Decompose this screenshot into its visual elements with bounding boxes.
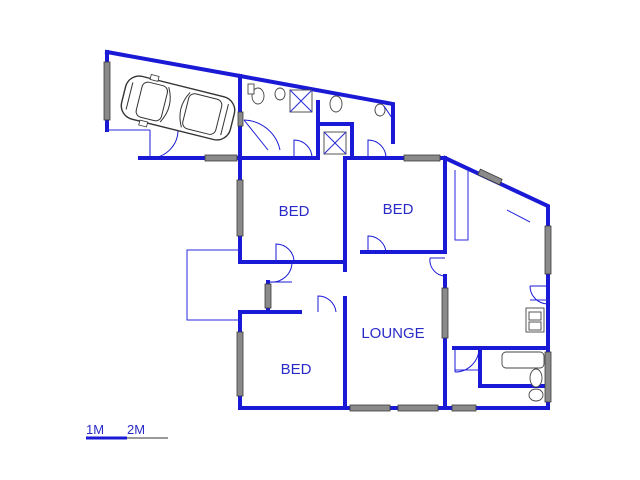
wc-fixtures [247,83,386,155]
room-label-lounge: LOUNGE [361,325,424,342]
windows [236,111,552,412]
room-label-bed-3: BED [281,361,312,378]
scale-label-1m: 1M [86,422,104,437]
carport [103,49,243,162]
car-icon [120,74,236,141]
bathroom-kitchen [452,170,550,402]
room-label-bed-1: BED [279,203,310,220]
scale-label-2m: 2M [127,422,145,437]
room-label-bed-2: BED [383,201,414,218]
patio-outline [186,249,240,321]
doors [243,105,549,313]
scale-bar: 1M 2M [86,422,168,440]
